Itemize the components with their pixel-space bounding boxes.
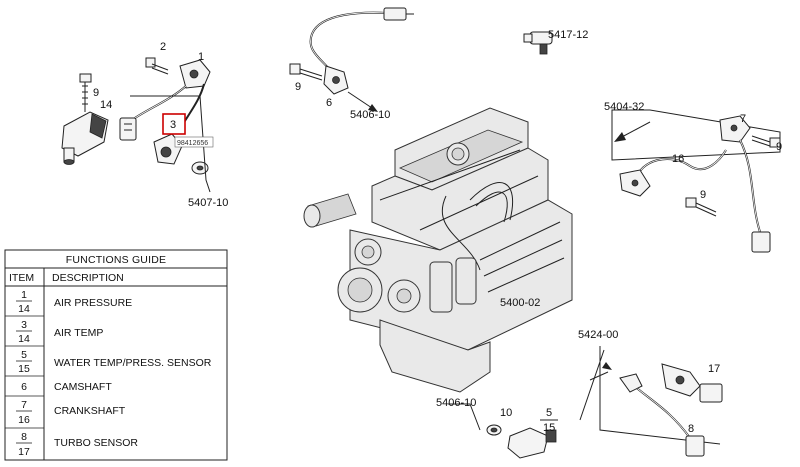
water-temp-sensor-group (448, 403, 557, 459)
part-number-text: 98412656 (177, 140, 208, 147)
functions-guide-table: FUNCTIONS GUIDE ITEM DESCRIPTION 1 14 AI… (4, 249, 228, 461)
camshaft-connector (383, 7, 407, 21)
ref-5406-10-bottom: 5406-10 (436, 397, 476, 409)
callout-17: 17 (708, 363, 720, 375)
ref-5400-02: 5400-02 (500, 297, 540, 309)
sensor-5417-12 (523, 31, 553, 55)
guide-row-5-bottom: 16 (18, 414, 30, 426)
ref-5404-32: 5404-32 (604, 101, 644, 113)
guide-row-6-desc: TURBO SENSOR (54, 437, 138, 449)
callout-9-cam: 9 (295, 81, 301, 93)
callout-9-right: 9 (776, 141, 782, 153)
water-temp-sensor-5 (507, 427, 549, 459)
callout-2: 2 (160, 41, 166, 53)
part-number-tag (174, 136, 214, 148)
callout-3: 3 (170, 119, 176, 131)
guide-row-6-top: 8 (21, 431, 27, 443)
guide-row-1-desc: AIR PRESSURE (54, 297, 132, 309)
guide-header-description: DESCRIPTION (52, 272, 124, 284)
guide-row-4-desc: CAMSHAFT (54, 381, 112, 393)
callout-3-highlight[interactable] (162, 113, 186, 135)
sensor-1 (119, 59, 211, 141)
crankshaft-sensor-group (611, 109, 781, 253)
callout-8: 8 (688, 423, 694, 435)
guide-row-1-bottom: 14 (18, 303, 30, 315)
guide-row-2-top: 3 (21, 319, 27, 331)
callout-7: 7 (740, 113, 746, 125)
guide-row-3-desc: WATER TEMP/PRESS. SENSOR (54, 357, 212, 369)
callout-6: 6 (326, 97, 332, 109)
ref-5407-10: 5407-10 (188, 197, 228, 209)
sensor-14 (61, 111, 109, 165)
engine-assembly (303, 107, 573, 393)
bolt-2 (145, 57, 169, 75)
camshaft-sensor-group (289, 7, 414, 112)
callout-14: 14 (100, 99, 112, 111)
turbo-sensor-group (579, 346, 723, 457)
bolt-9-right (751, 135, 781, 148)
bolt-9-left (79, 73, 92, 112)
ref-5406-10-top: 5406-10 (350, 109, 390, 121)
guide-row-2-bottom: 14 (18, 333, 30, 345)
callout-10: 10 (500, 407, 512, 419)
sensor-3 (153, 83, 209, 175)
callout-16: 16 (672, 153, 684, 165)
turbo-sensor-8 (619, 373, 643, 393)
guide-row-1-top: 1 (21, 289, 27, 301)
guide-row-3-bottom: 15 (18, 363, 30, 375)
callout-15: 15 (543, 422, 555, 434)
bolt-9-cam (289, 63, 323, 81)
guide-row-4-top: 6 (21, 381, 27, 393)
ref-5424-00: 5424-00 (578, 329, 618, 341)
callout-5: 5 (546, 407, 552, 419)
guide-row-2-desc: AIR TEMP (54, 327, 103, 339)
guide-header-item: ITEM (9, 272, 34, 284)
callout-9-lower: 9 (700, 189, 706, 201)
callout-9-left: 9 (93, 87, 99, 99)
guide-row-3-top: 5 (21, 349, 27, 361)
guide-title: FUNCTIONS GUIDE (66, 254, 166, 266)
guide-row-6-bottom: 17 (18, 446, 30, 458)
air-pressure-sensor-group (61, 57, 211, 193)
guide-row-5-desc: CRANKSHAFT (54, 405, 126, 417)
guide-row-5-top: 7 (21, 399, 27, 411)
bolt-9-lower (685, 197, 717, 217)
ref-5417-12: 5417-12 (548, 29, 588, 41)
callout-1: 1 (198, 51, 204, 63)
